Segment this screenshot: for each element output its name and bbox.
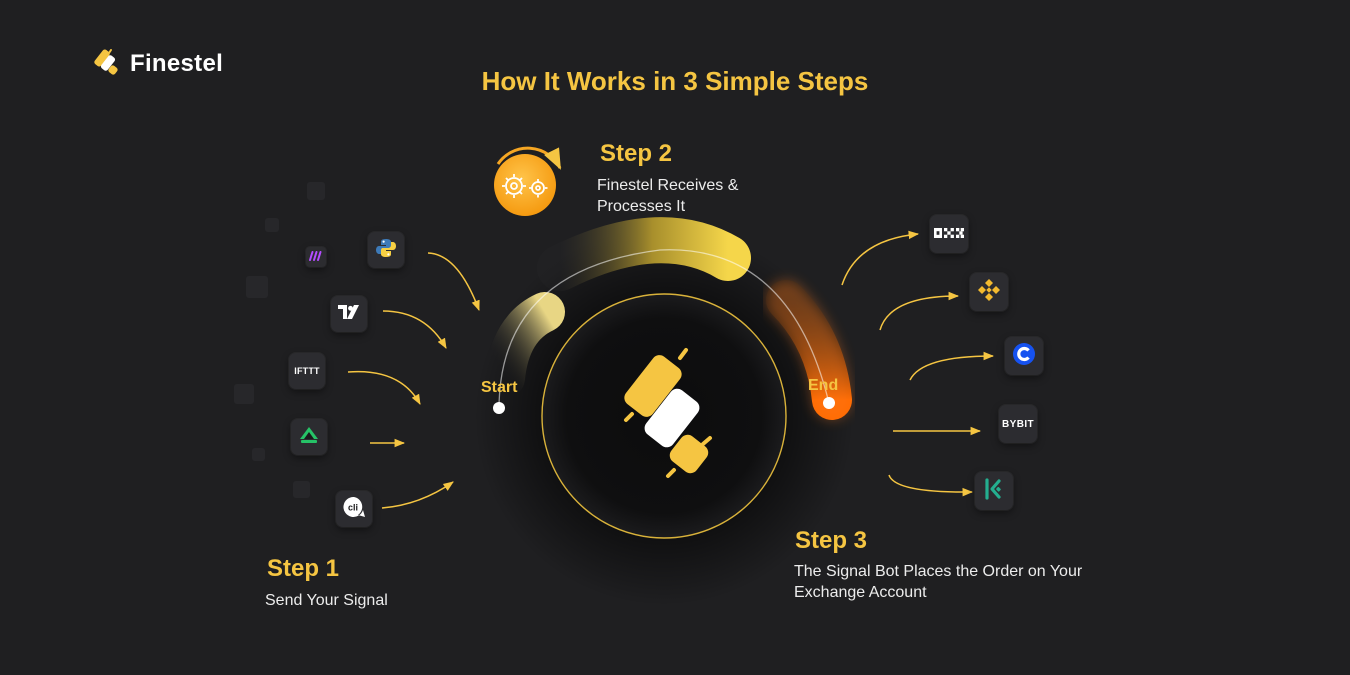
cli-icon: cli (342, 495, 366, 524)
decor-square (265, 218, 279, 232)
step-1-description: Send Your Signal (265, 592, 388, 609)
binance-tile[interactable] (970, 273, 1008, 311)
bybit-icon: BYBIT (1002, 418, 1034, 430)
start-label: Start (481, 379, 518, 396)
brand[interactable]: Finestel (94, 46, 223, 82)
finestel-hub-logo-icon (624, 348, 712, 478)
step-2-description-line-1: Finestel Receives & (597, 177, 739, 194)
okx-tile[interactable] (930, 215, 968, 253)
ifttt-icon: IFTTT (294, 366, 320, 376)
step-3-description-line-1: The Signal Bot Places the Order on Your (794, 563, 1083, 580)
okx-icon (934, 225, 964, 243)
step-3-description-line-2: Exchange Account (794, 584, 927, 601)
outgoing-arrows (841, 230, 995, 497)
coinbase-tile[interactable] (1005, 337, 1043, 375)
python-icon (375, 237, 397, 264)
svg-text:cli: cli (348, 502, 358, 512)
decor-square (307, 182, 325, 200)
decor-square (293, 481, 310, 498)
coinbase-icon (1011, 341, 1037, 372)
incoming-arrows (347, 252, 480, 509)
decor-square (246, 276, 268, 298)
cli-tile[interactable]: cli (336, 491, 372, 527)
ifttt-tile[interactable]: IFTTT (289, 353, 325, 389)
kucoin-icon (982, 477, 1006, 506)
step-2-title: Step 2 (600, 140, 673, 167)
end-dot (823, 397, 835, 409)
finestel-logo-icon (94, 47, 120, 82)
brand-name: Finestel (130, 50, 224, 77)
step-3-title: Step 3 (795, 527, 868, 554)
tradingview-tile[interactable] (331, 296, 367, 332)
decor-square (234, 384, 254, 404)
start-dot (493, 402, 505, 414)
page-title: How It Works in 3 Simple Steps (481, 66, 869, 96)
make-tile[interactable] (306, 247, 326, 267)
binance-icon (976, 277, 1002, 308)
gear-process-icon (494, 146, 562, 216)
make-icon (309, 248, 323, 266)
python-tile[interactable] (368, 232, 404, 268)
trendspider-icon (298, 426, 320, 449)
trendspider-tile[interactable] (291, 419, 327, 455)
end-label: End (808, 377, 839, 394)
decor-square (252, 448, 265, 461)
step-2-description-line-2: Processes It (597, 198, 686, 215)
step-1-title: Step 1 (267, 555, 340, 582)
kucoin-tile[interactable] (975, 472, 1013, 510)
bybit-tile[interactable]: BYBIT (999, 405, 1037, 443)
tradingview-icon (337, 304, 361, 325)
